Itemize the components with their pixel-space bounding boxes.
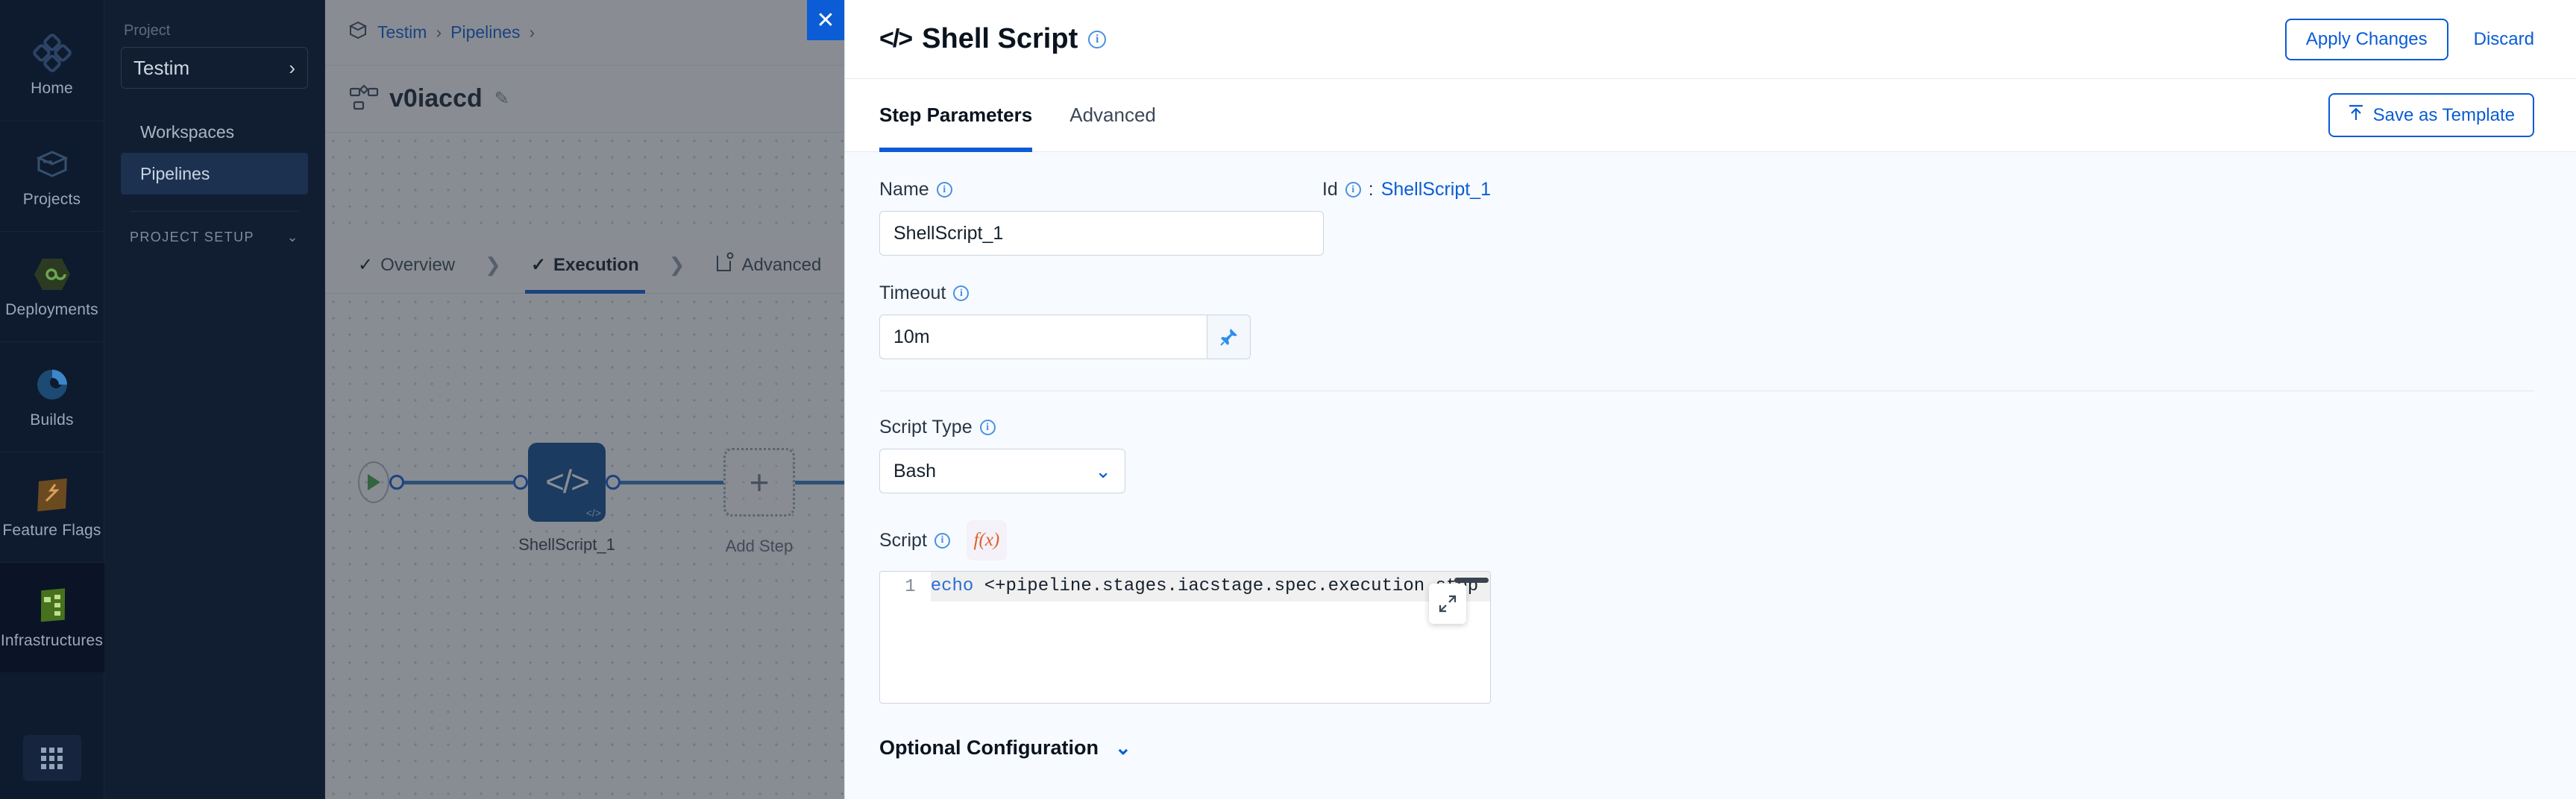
timeout-label: Timeout — [879, 282, 946, 303]
tab-label-panel-advanced: Advanced — [1069, 104, 1156, 126]
expression-fx-button[interactable]: f(x) — [966, 520, 1007, 560]
timeout-label-group: Timeout i — [879, 282, 2534, 304]
nav-item-feature-flags[interactable]: Feature Flags — [0, 452, 104, 562]
project-setup-label: PROJECT SETUP — [130, 230, 254, 244]
script-type-label-group: Script Type i — [879, 417, 2534, 438]
chevron-down-icon: ⌄ — [286, 230, 299, 244]
close-icon[interactable]: ✕ — [807, 0, 844, 40]
home-diamond-icon — [32, 34, 72, 72]
discard-button[interactable]: Discard — [2473, 28, 2534, 49]
script-type-value: Bash — [893, 460, 936, 481]
panel-header: </> Shell Script i Apply Changes Discard — [845, 0, 2576, 79]
project-setup-section[interactable]: PROJECT SETUP ⌄ — [121, 230, 308, 245]
deployments-infinity-icon — [33, 255, 72, 294]
save-as-template-button[interactable]: Save as Template — [2328, 93, 2534, 137]
sidebar-divider — [130, 211, 299, 212]
chevron-down-icon: ⌄ — [1095, 459, 1111, 482]
script-editor[interactable]: 1 echo <+pipeline.stages.iacstage.spec.e… — [879, 571, 1491, 704]
code-icon: </> — [879, 25, 913, 53]
project-nav: Workspaces Pipelines — [121, 111, 308, 195]
editor-scrollbar[interactable] — [1454, 578, 1489, 583]
upload-icon — [2348, 104, 2364, 127]
sidebar-item-pipelines[interactable]: Pipelines — [121, 153, 308, 195]
timeout-input-value: 10m — [893, 326, 930, 347]
nav-item-deployments[interactable]: Deployments — [0, 231, 104, 341]
nav-label-projects: Projects — [22, 190, 81, 208]
panel-body: Name i Id i : ShellScript_1 ShellScript_… — [845, 152, 2576, 799]
project-caption: Project — [124, 22, 171, 39]
script-line-number: 1 — [905, 576, 916, 597]
id-separator: : — [1368, 179, 1374, 200]
panel-actions: Apply Changes Discard — [2284, 18, 2534, 60]
sidebar-label-pipelines: Pipelines — [140, 163, 210, 183]
script-label: Script — [879, 529, 927, 551]
nav-item-infrastructures[interactable]: Infrastructures — [0, 562, 104, 672]
tab-panel-advanced[interactable]: Advanced — [1069, 79, 1156, 152]
project-selector[interactable]: Testim › — [121, 47, 308, 89]
script-type-label: Script Type — [879, 417, 973, 438]
nav-label-feature-flags: Feature Flags — [2, 521, 101, 539]
id-label: Id — [1322, 179, 1338, 200]
nav-item-home[interactable]: Home — [0, 10, 104, 121]
id-row: Id i : ShellScript_1 — [1322, 179, 1491, 200]
save-as-template-label: Save as Template — [2372, 104, 2515, 125]
script-code-line[interactable]: echo <+pipeline.stages.iacstage.spec.exe… — [930, 572, 1490, 601]
feature-flags-icon — [33, 476, 72, 514]
script-rest: <+pipeline.stages.iacstage.spec.executio… — [984, 576, 1479, 596]
sidebar-item-workspaces[interactable]: Workspaces — [121, 111, 308, 153]
optional-configuration-toggle[interactable]: Optional Configuration ⌄ — [879, 736, 2534, 759]
expand-icon[interactable] — [1429, 584, 1466, 624]
timeout-field-row: 10m — [879, 304, 2534, 359]
name-label-group: Name i — [879, 179, 952, 200]
info-icon[interactable]: i — [979, 420, 996, 435]
projects-box-icon — [33, 145, 72, 183]
chevron-down-icon: ⌄ — [1114, 736, 1131, 759]
chevron-right-icon: › — [289, 57, 295, 79]
script-label-row: Script i f(x) — [879, 520, 2534, 560]
app-grid-glyph — [41, 747, 63, 769]
script-editor-line: 1 echo <+pipeline.stages.iacstage.spec.e… — [880, 572, 1490, 601]
panel-title-group: </> Shell Script i — [879, 23, 1107, 55]
optional-configuration-label: Optional Configuration — [879, 736, 1099, 759]
name-label: Name — [879, 179, 929, 200]
pin-icon[interactable] — [1207, 315, 1251, 359]
apply-changes-button[interactable]: Apply Changes — [2284, 18, 2448, 60]
info-icon[interactable]: i — [1345, 182, 1361, 198]
project-sidebar: Project Testim › Workspaces Pipelines PR… — [104, 0, 325, 799]
script-label-group: Script i — [879, 530, 950, 552]
app-grid-icon[interactable] — [22, 735, 81, 781]
id-value: ShellScript_1 — [1380, 179, 1491, 200]
project-selector-value: Testim — [133, 56, 190, 79]
name-input-value: ShellScript_1 — [893, 222, 1004, 244]
sidebar-label-workspaces: Workspaces — [140, 121, 235, 142]
tab-step-parameters[interactable]: Step Parameters — [879, 79, 1033, 152]
tab-label-step-parameters: Step Parameters — [879, 104, 1033, 126]
name-id-row: Name i Id i : ShellScript_1 — [879, 179, 1491, 200]
info-icon[interactable]: i — [936, 182, 952, 198]
info-icon[interactable]: i — [953, 285, 970, 301]
script-type-select[interactable]: Bash ⌄ — [879, 449, 1125, 493]
name-input[interactable]: ShellScript_1 — [879, 211, 1324, 256]
panel-tabs: Step Parameters Advanced Save as Templat… — [845, 79, 2576, 152]
nav-label-builds: Builds — [30, 411, 74, 429]
primary-nav-rail: Home Projects Deployments — [0, 0, 104, 799]
script-keyword: echo — [930, 576, 974, 596]
nav-label-deployments: Deployments — [5, 300, 98, 318]
nav-item-builds[interactable]: Builds — [0, 341, 104, 452]
builds-gear-icon — [33, 365, 72, 404]
info-icon[interactable]: i — [1088, 30, 1107, 48]
nav-item-projects[interactable]: Projects — [0, 121, 104, 231]
nav-label-infrastructures: Infrastructures — [0, 631, 104, 649]
timeout-input[interactable]: 10m — [879, 315, 1207, 359]
infrastructures-icon — [33, 586, 72, 625]
nav-label-home: Home — [31, 80, 73, 97]
panel-title: Shell Script — [922, 23, 1078, 54]
info-icon[interactable]: i — [934, 532, 950, 549]
step-config-panel: </> Shell Script i Apply Changes Discard… — [844, 0, 2576, 799]
